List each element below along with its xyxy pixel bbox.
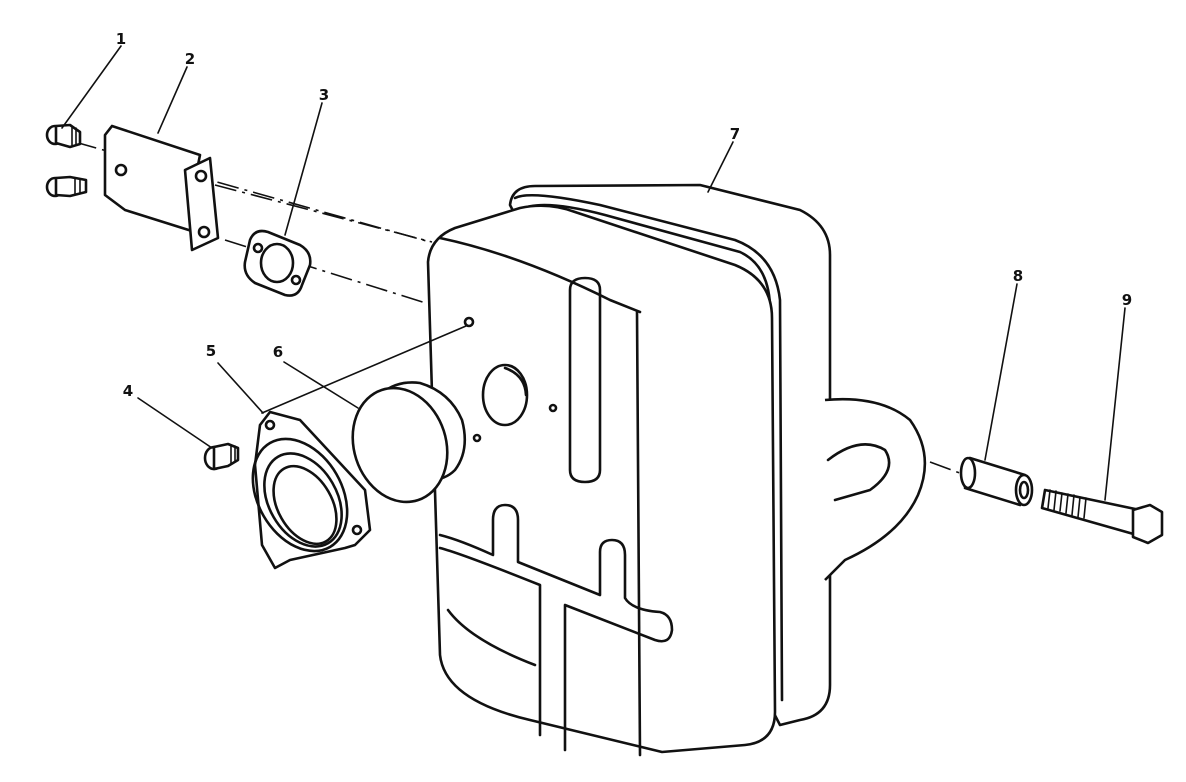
alignment-lines — [74, 141, 966, 476]
spacer — [959, 456, 1034, 507]
gasket — [243, 229, 312, 297]
callout-8: 8 — [1013, 267, 1023, 285]
cap — [351, 381, 467, 504]
leader-lines — [61, 45, 1126, 501]
screw-1 — [45, 123, 88, 198]
callout-1: 1 — [116, 30, 126, 48]
callout-4: 4 — [123, 382, 133, 400]
bolt — [1040, 488, 1164, 545]
callout-2: 2 — [185, 50, 195, 68]
callout-5: 5 — [206, 342, 216, 360]
callout-labels: 1 2 3 4 5 6 7 8 9 — [116, 30, 1132, 400]
exhaust-flange — [251, 410, 372, 570]
callout-7: 7 — [730, 125, 740, 143]
callout-9: 9 — [1122, 291, 1132, 309]
muffler — [426, 183, 927, 757]
bracket — [103, 124, 220, 252]
callout-6: 6 — [273, 343, 283, 361]
screw-4 — [203, 442, 240, 471]
callout-3: 3 — [319, 86, 329, 104]
